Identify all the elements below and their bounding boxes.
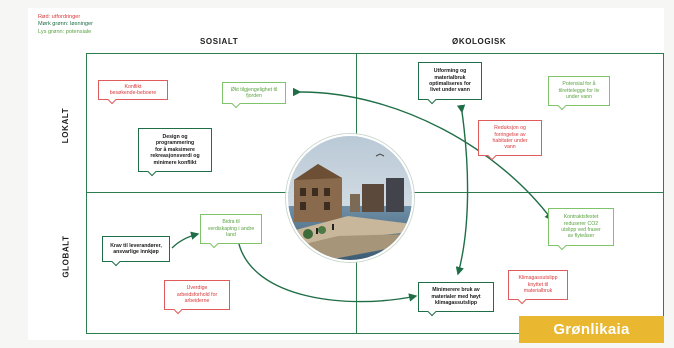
note-unworthy-working-conditions: Uverdige arbeidsforhold for arbeiderne bbox=[164, 280, 230, 310]
note-text: Minimerere bruk av materialer med høyt k… bbox=[431, 287, 481, 307]
note-text: Uverdige arbeidsforhold for arbeiderne bbox=[176, 285, 218, 305]
note-text: Kontraktsfestet reduserer CO2 utslipp ve… bbox=[561, 214, 601, 240]
column-header-social: SOSIALT bbox=[200, 37, 239, 46]
note-text: Krav til leverandører, ansvarlige innkjø… bbox=[110, 242, 162, 255]
note-value-creation: Bidra til verdiskaping i andre land bbox=[200, 214, 262, 244]
note-minimise-high-emission-materials: Minimerere bruk av materialer med høyt k… bbox=[418, 282, 494, 312]
note-text: Klimagassutslipp knyttet til materialbru… bbox=[518, 275, 558, 295]
legend: Rød: utfordringer Mørk grønn: løsninger … bbox=[38, 14, 93, 36]
note-text: Bidra til verdiskaping i andre land bbox=[207, 219, 255, 239]
brand-badge: Grønlikaia bbox=[519, 316, 664, 343]
note-increased-accessibility: Økt tilgjengelighet til fjorden bbox=[222, 82, 286, 104]
legend-light-green: Lys grønn: potensiale bbox=[38, 28, 92, 35]
note-habitat-reduction: Reduksjon og forringelse av habitater un… bbox=[478, 120, 542, 156]
matrix-frame bbox=[86, 53, 664, 334]
note-text: Reduksjon og forringelse av habitater un… bbox=[492, 125, 528, 151]
legend-red: Rød: utfordringer bbox=[38, 14, 81, 20]
note-potential-underwater-life: Potensial for å tilrettelegge for liv un… bbox=[548, 76, 610, 106]
note-text: Potensial for å tilrettelegge for liv un… bbox=[558, 81, 600, 101]
arrow-icon bbox=[455, 104, 469, 276]
arrow-icon bbox=[232, 232, 418, 303]
arrow-icon bbox=[292, 87, 553, 222]
legend-dark-green: Mørk grønn: løsninger bbox=[38, 21, 94, 28]
note-conflict-visitors-residents: Konflikt besøkende-beboere bbox=[98, 80, 168, 100]
note-text: Utforming og materialbruk optimaliseres … bbox=[429, 68, 471, 94]
note-material-emissions: Klimagassutslipp knyttet til materialbru… bbox=[508, 270, 568, 300]
note-text: Konflikt besøkende-beboere bbox=[109, 83, 157, 96]
note-design-material-use: Utforming og materialbruk optimaliseres … bbox=[418, 62, 482, 100]
arrow-icon bbox=[171, 231, 200, 249]
note-supplier-requirements: Krav til leverandører, ansvarlige innkjø… bbox=[102, 236, 170, 262]
note-design-programming: Design og programmering for å maksimere … bbox=[138, 128, 212, 172]
note-text: Design og programmering for å maksimere … bbox=[150, 133, 200, 166]
note-text: Økt tilgjengelighet til fjorden bbox=[230, 86, 278, 99]
note-contracted-co2-reduction: Kontraktsfestet reduserer CO2 utslipp ve… bbox=[548, 208, 614, 246]
column-header-ecological: ØKOLOGISK bbox=[452, 37, 507, 46]
